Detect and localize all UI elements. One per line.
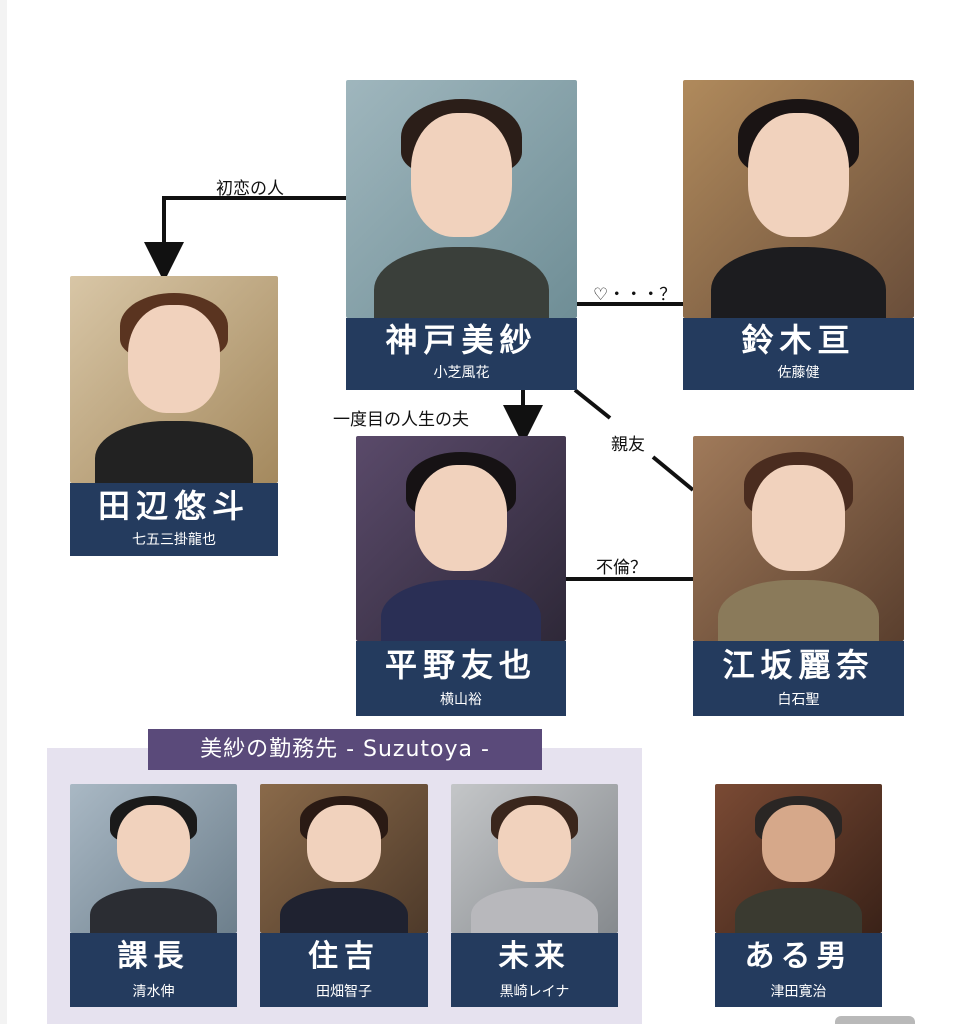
husband-text: 一度目の人生の夫: [333, 410, 469, 430]
character-card-kambe: 神戸美紗 小芝風花: [346, 80, 577, 390]
character-card-kacho: 課長 清水伸: [70, 784, 237, 1007]
actor-name: 小芝風花: [433, 365, 490, 381]
portrait-photo: [346, 80, 577, 318]
workplace-group-title: 美紗の勤務先 - Suzutoya -: [148, 729, 542, 770]
portrait-photo: [693, 436, 904, 641]
character-card-mirai: 未来 黒崎レイナ: [451, 784, 618, 1007]
character-card-sumiyoshi: 住吉 田畑智子: [260, 784, 428, 1007]
portrait-photo: [70, 784, 237, 933]
affair-text: 不倫？: [596, 558, 647, 578]
actor-name: 白石聖: [777, 692, 820, 708]
portrait-photo: [683, 80, 914, 318]
portrait-photo: [70, 276, 278, 483]
role-name: 神戸美紗: [385, 321, 538, 359]
role-name: 田辺悠斗: [97, 487, 250, 525]
actor-name: 佐藤健: [777, 365, 820, 381]
role-name: 未来: [498, 939, 571, 974]
scroll-indicator: [835, 1016, 915, 1024]
actor-name: 黒崎レイナ: [499, 984, 570, 1000]
character-card-suzuki: 鈴木亘 佐藤健: [683, 80, 914, 390]
first-love-text: 初恋の人: [216, 179, 284, 199]
character-card-hirano: 平野友也 横山裕: [356, 436, 566, 716]
first-love-line: [144, 196, 346, 282]
actor-name: 清水伸: [132, 984, 175, 1000]
best-friend-text: 親友: [611, 435, 645, 455]
character-card-esaka: 江坂麗奈 白石聖: [693, 436, 904, 716]
actor-name: 田畑智子: [316, 984, 372, 1000]
portrait-photo: [451, 784, 618, 933]
role-name: ある男: [744, 939, 853, 974]
role-name: 江坂麗奈: [722, 646, 875, 684]
role-name: 課長: [117, 939, 190, 974]
portrait-photo: [260, 784, 428, 933]
actor-name: 津田寛治: [770, 984, 827, 1000]
best-friend-line-a: [573, 388, 612, 420]
portrait-photo: [356, 436, 566, 641]
actor-name: 横山裕: [440, 692, 482, 708]
role-name: 鈴木亘: [741, 321, 856, 359]
actor-name: 七五三掛龍也: [132, 532, 216, 548]
heart-text: ♡・・・？: [593, 285, 677, 305]
role-name: 住吉: [308, 939, 380, 974]
role-name: 平野友也: [384, 646, 537, 684]
best-friend-line-b: [651, 455, 695, 492]
portrait-photo: [715, 784, 882, 933]
character-card-aruotoko: ある男 津田寛治: [715, 784, 882, 1007]
character-card-tanabe: 田辺悠斗 七五三掛龍也: [70, 276, 278, 556]
page-edge: [0, 0, 7, 1024]
